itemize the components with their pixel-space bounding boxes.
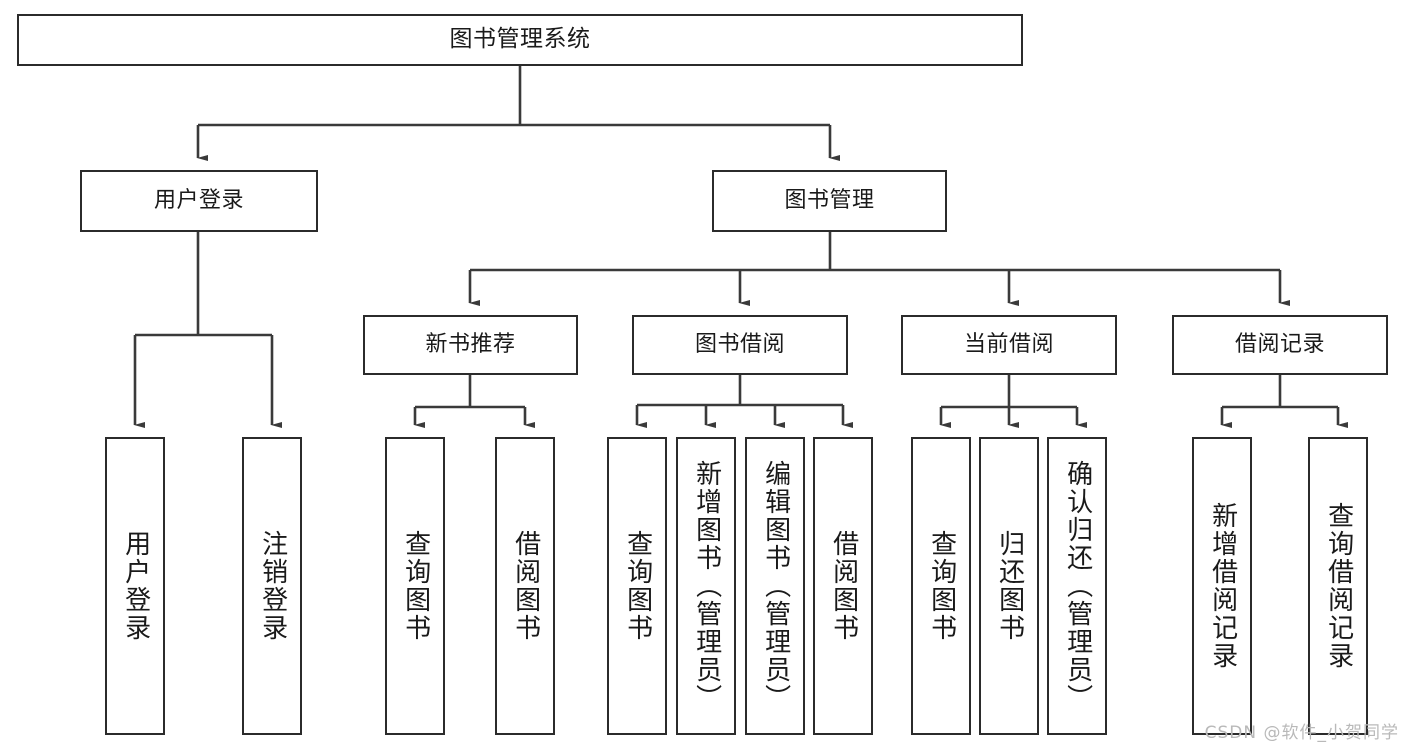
node-borrow-record[interactable]: 借阅记录 (1172, 315, 1388, 375)
node-current-borrow-label: 当前借阅 (963, 332, 1054, 358)
leaf-borrow-book-1[interactable]: 借阅图书 (495, 437, 555, 735)
node-book-manage[interactable]: 图书管理 (712, 170, 947, 232)
leaf-return-book-label: 归还图书 (994, 530, 1025, 642)
watermark: CSDN @软件_小贺同学 (1204, 723, 1399, 743)
leaf-query-book-3-label: 查询图书 (926, 530, 957, 642)
node-root-label: 图书管理系统 (449, 26, 591, 53)
leaf-return-book[interactable]: 归还图书 (979, 437, 1039, 735)
leaf-query-record-label: 查询借阅记录 (1323, 502, 1354, 670)
leaf-logout[interactable]: 注销登录 (242, 437, 302, 735)
leaf-edit-book-label: 编辑图书（管理员） (760, 460, 791, 712)
node-root[interactable]: 图书管理系统 (17, 14, 1023, 66)
leaf-borrow-book-2[interactable]: 借阅图书 (813, 437, 873, 735)
leaf-query-book-3[interactable]: 查询图书 (911, 437, 971, 735)
node-user-login-label: 用户登录 (153, 188, 244, 214)
leaf-add-book-label: 新增图书（管理员） (691, 460, 722, 712)
leaf-add-record-label: 新增借阅记录 (1207, 502, 1238, 670)
leaf-borrow-book-2-label: 借阅图书 (828, 530, 859, 642)
node-user-login[interactable]: 用户登录 (80, 170, 318, 232)
leaf-query-book-2[interactable]: 查询图书 (607, 437, 667, 735)
node-book-manage-label: 图书管理 (784, 188, 875, 214)
node-borrow-record-label: 借阅记录 (1234, 332, 1325, 358)
leaf-edit-book[interactable]: 编辑图书（管理员） (745, 437, 805, 735)
node-new-book-recommend-label: 新书推荐 (425, 332, 516, 358)
leaf-confirm-return-label: 确认归还（管理员） (1062, 460, 1093, 712)
node-current-borrow[interactable]: 当前借阅 (901, 315, 1117, 375)
leaf-query-book-2-label: 查询图书 (622, 530, 653, 642)
leaf-logout-label: 注销登录 (257, 530, 288, 642)
leaf-confirm-return[interactable]: 确认归还（管理员） (1047, 437, 1107, 735)
leaf-borrow-book-1-label: 借阅图书 (510, 530, 541, 642)
leaf-user-login[interactable]: 用户登录 (105, 437, 165, 735)
leaf-add-book[interactable]: 新增图书（管理员） (676, 437, 736, 735)
leaf-query-record[interactable]: 查询借阅记录 (1308, 437, 1368, 735)
leaf-user-login-label: 用户登录 (120, 530, 151, 642)
node-book-borrow[interactable]: 图书借阅 (632, 315, 848, 375)
leaf-add-record[interactable]: 新增借阅记录 (1192, 437, 1252, 735)
leaf-query-book-1-label: 查询图书 (400, 530, 431, 642)
node-new-book-recommend[interactable]: 新书推荐 (363, 315, 578, 375)
node-book-borrow-label: 图书借阅 (694, 332, 785, 358)
leaf-query-book-1[interactable]: 查询图书 (385, 437, 445, 735)
